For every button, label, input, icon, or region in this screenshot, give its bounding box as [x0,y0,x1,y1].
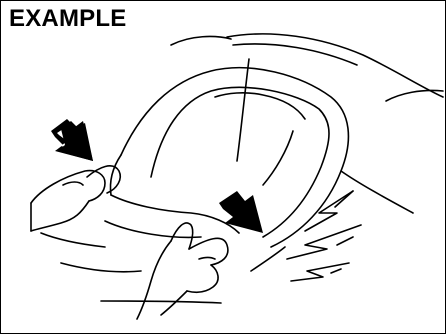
rear-seat [171,34,443,161]
seat-back [110,68,413,247]
impact-spark-icon [287,191,361,281]
push-arrow-icon [219,191,263,233]
push-arrow-icon [51,119,93,161]
